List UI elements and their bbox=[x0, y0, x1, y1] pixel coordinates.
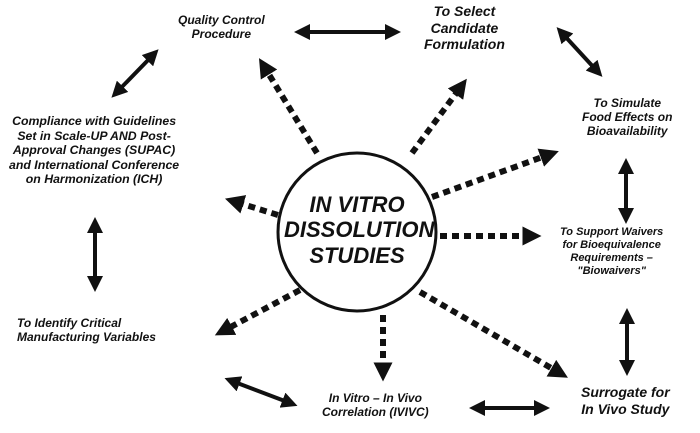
node-quality-control: Quality Control Procedure bbox=[178, 13, 265, 42]
dotted-arrow-to-food bbox=[430, 148, 559, 200]
node-select-candidate: To Select Candidate Formulation bbox=[424, 3, 505, 53]
node-critical-variables: To Identify Critical Manufacturing Varia… bbox=[17, 316, 156, 345]
node-compliance-guidelines: Compliance with Guidelines Set in Scale-… bbox=[9, 114, 180, 186]
dotted-arrow-to-candidate bbox=[409, 78, 467, 155]
double-arrow-compliance-qc bbox=[111, 49, 159, 98]
node-ivivc: In Vitro – In Vivo Correlation (IVIVC) bbox=[322, 391, 429, 420]
node-simulate-food-effects: To Simulate Food Effects on Bioavailabil… bbox=[582, 96, 673, 139]
node-surrogate-in-vivo: Surrogate for In Vivo Study bbox=[581, 384, 670, 417]
dotted-arrow-to-qc bbox=[258, 58, 320, 155]
double-arrow-ivivc-critical bbox=[224, 376, 298, 408]
center-label: IN VITRO DISSOLUTION STUDIES bbox=[284, 192, 435, 268]
node-support-biowaivers: To Support Waivers for Bioequivalence Re… bbox=[560, 226, 664, 277]
dotted-arrow-to-surrogate bbox=[418, 289, 568, 378]
dotted-arrow-to-critical bbox=[214, 287, 302, 336]
center-circle bbox=[276, 151, 438, 313]
dotted-arrow-to-compliance bbox=[224, 195, 279, 218]
double-arrow-candidate-food bbox=[556, 27, 603, 77]
